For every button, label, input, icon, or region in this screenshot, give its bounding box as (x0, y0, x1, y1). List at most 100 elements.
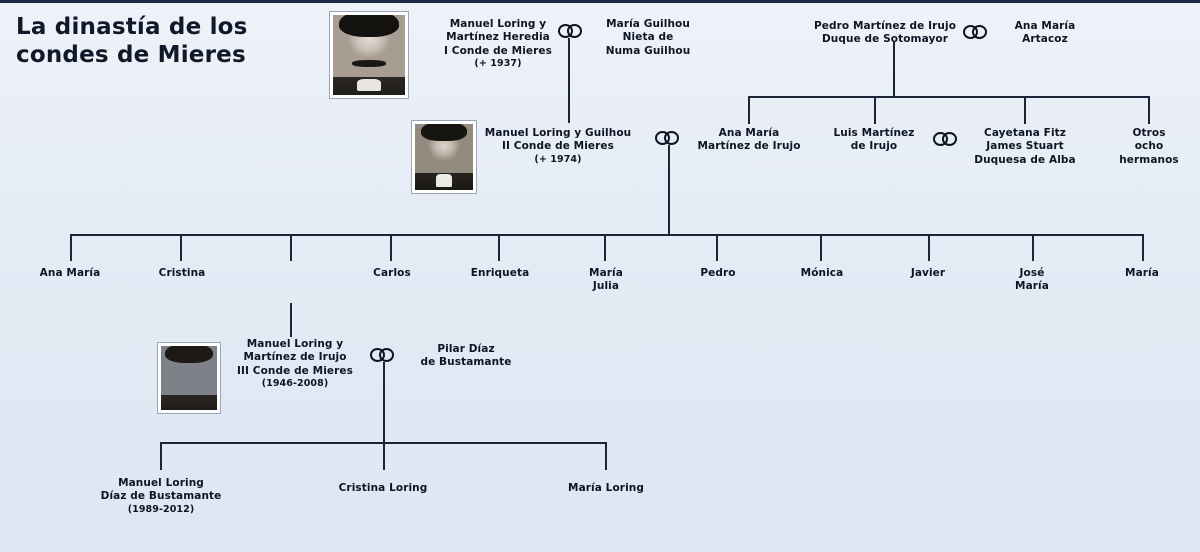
person-manuel-loring-diaz-de-bustamante: Manuel Loring Díaz de Bustamante (1989-2… (80, 477, 242, 516)
g2-otros-2: ocho (1134, 140, 1164, 153)
g1-father-name-2: Martínez Heredia (446, 31, 550, 44)
g1-father-dates: (+ 1937) (474, 58, 522, 70)
g1-father-title: I Conde de Mieres (444, 44, 552, 57)
g3-child-3-line-1: Carlos (373, 267, 411, 279)
g3-child-10-line-1: María (1125, 267, 1159, 279)
g3-child-8-line-1: Javier (910, 267, 946, 279)
g2-count-title: II Conde de Mieres (502, 140, 614, 153)
g4-child-1-line-2: Díaz de Bustamante (100, 490, 222, 503)
person-cayetana-fitz-james-stuart: Cayetana Fitz James Stuart Duquesa de Al… (960, 127, 1090, 167)
g3b-spouse-name-1: Pilar Díaz (437, 343, 495, 355)
g3-child-6-line-1: Pedro (700, 267, 736, 279)
person-g3-maria-julia: María Julia (566, 267, 646, 294)
g2-spouse-name-2: Martínez de Irujo (697, 140, 801, 153)
connector-g2-couple-down (668, 145, 670, 234)
g1-irujo-father-name: Pedro Martínez de Irujo (813, 20, 957, 32)
person-maria-guilhou: María Guilhou Nieta de Numa Guilhou (578, 18, 718, 58)
g3-child-4-line-1: Enriqueta (470, 267, 530, 279)
g3-child-5-line-1: María (589, 267, 623, 279)
marriage-rings-icon-g2-alba (933, 132, 963, 146)
connector-g3-child-8 (820, 234, 822, 261)
person-pedro-martinez-de-irujo: Pedro Martínez de Irujo Duque de Sotomay… (780, 20, 990, 47)
g3-child-2-line-1: Cristina (158, 267, 206, 279)
g4-child-1-dates: (1989-2012) (127, 503, 195, 515)
connector-g3-child-6 (604, 234, 606, 261)
g1-mother-relation-2: Numa Guilhou (605, 44, 691, 57)
g2-otros-1: Otros (1132, 127, 1166, 139)
connector-g3-child-2 (180, 234, 182, 261)
person-ana-maria-martinez-de-irujo: Ana María Martínez de Irujo (688, 127, 810, 154)
g4-child-2-line-1: Cristina Loring (338, 482, 428, 494)
g3-child-9-line-2: María (1015, 280, 1049, 293)
g1-father-name-1: Manuel Loring y (449, 18, 547, 30)
connector-irujo-child-cayetana (1024, 96, 1026, 124)
connector-to-count-iii (290, 303, 292, 337)
marriage-rings-icon-g3b (370, 348, 400, 362)
connector-g3-child-4 (390, 234, 392, 261)
g2-luis-name-1: Luis Martínez (833, 127, 915, 139)
connector-irujo-child-ana-maria (748, 96, 750, 124)
g3-child-9-line-1: José (1019, 267, 1045, 279)
title-line-2: condes de Mieres (16, 42, 246, 69)
person-g3-monica: Mónica (782, 267, 862, 280)
group-otros-ocho-hermanos: Otros ocho hermanos (1102, 127, 1196, 167)
connector-g1-irujo-down (893, 41, 895, 96)
g3-child-7-line-1: Mónica (800, 267, 844, 279)
g2-cayetana-title: Duquesa de Alba (974, 153, 1076, 166)
person-g3-carlos: Carlos (352, 267, 432, 280)
g2-luis-name-2: de Irujo (850, 140, 898, 153)
g2-cayetana-name-2: James Stuart (986, 140, 1064, 153)
g3b-spouse-name-2: de Bustamante (420, 356, 512, 369)
connector-g3-child-5 (498, 234, 500, 261)
connector-g4-child-2 (383, 442, 385, 470)
g2-spouse-name-1: Ana María (718, 127, 780, 139)
connector-g1-loring-down (568, 38, 570, 123)
g3b-count-name-1: Manuel Loring y (246, 338, 344, 350)
g2-cayetana-name-1: Cayetana Fitz (984, 127, 1066, 139)
person-manuel-loring-guilhou: Manuel Loring y Guilhou II Conde de Mier… (478, 127, 638, 166)
person-maria-loring: María Loring (540, 482, 672, 495)
person-ana-maria-artacoz: Ana María Artacoz (990, 20, 1100, 47)
portrait-photo-manuel-loring-guilhou (412, 121, 476, 193)
connector-g4-child-1 (160, 442, 162, 470)
g4-child-1-line-1: Manuel Loring (118, 477, 204, 489)
connector-g4-child-3 (605, 442, 607, 470)
person-g3-pedro: Pedro (678, 267, 758, 280)
connector-g3-child-10 (1032, 234, 1034, 261)
connector-g3b-couple-down (383, 362, 385, 442)
person-luis-martinez-de-irujo: Luis Martínez de Irujo (822, 127, 926, 154)
g4-child-3-line-1: María Loring (568, 482, 644, 494)
g1-mother-name: María Guilhou (606, 18, 690, 30)
marriage-rings-icon-g2 (655, 131, 685, 145)
connector-irujo-child-otros (1148, 96, 1150, 124)
person-g3-ana-maria: Ana María (30, 267, 110, 280)
g3b-count-dates: (1946-2008) (261, 378, 329, 390)
g1-mother-relation-1: Nieta de (622, 31, 674, 44)
portrait-photo-manuel-loring-martinez-de-irujo (158, 343, 220, 413)
connector-g1-irujo-sibling-bar (748, 96, 1148, 98)
g3b-count-title: III Conde de Mieres (237, 364, 353, 377)
connector-g3-child-1 (70, 234, 72, 261)
marriage-rings-icon-g1-irujo (963, 25, 993, 39)
person-cristina-loring: Cristina Loring (315, 482, 451, 495)
marriage-rings-icon-g1-loring (558, 24, 588, 38)
g3-child-1-line-1: Ana María (39, 267, 101, 279)
person-manuel-loring-martinez-de-irujo: Manuel Loring y Martínez de Irujo III Co… (224, 338, 366, 390)
g2-count-dates: (+ 1974) (534, 153, 582, 165)
connector-g3-child-11 (1142, 234, 1144, 261)
g2-otros-3: hermanos (1119, 153, 1179, 166)
person-g3-cristina: Cristina (142, 267, 222, 280)
g1-irujo-mother-name-1: Ana María (1014, 20, 1076, 32)
person-g3-javier: Javier (888, 267, 968, 280)
person-g3-jose-maria: José María (992, 267, 1072, 294)
connector-g3-child-7 (716, 234, 718, 261)
portrait-photo-manuel-loring-martinez-heredia (330, 12, 408, 98)
title-line-1: La dinastía de los (16, 14, 248, 40)
connector-g3-child-3-to-count (290, 234, 292, 261)
page-title: La dinastía de los condes de Mieres (16, 13, 316, 69)
connector-g3-child-9 (928, 234, 930, 261)
person-g3-maria: María (1102, 267, 1182, 280)
g2-count-name: Manuel Loring y Guilhou (484, 127, 632, 139)
g3b-count-name-2: Martínez de Irujo (243, 351, 347, 364)
